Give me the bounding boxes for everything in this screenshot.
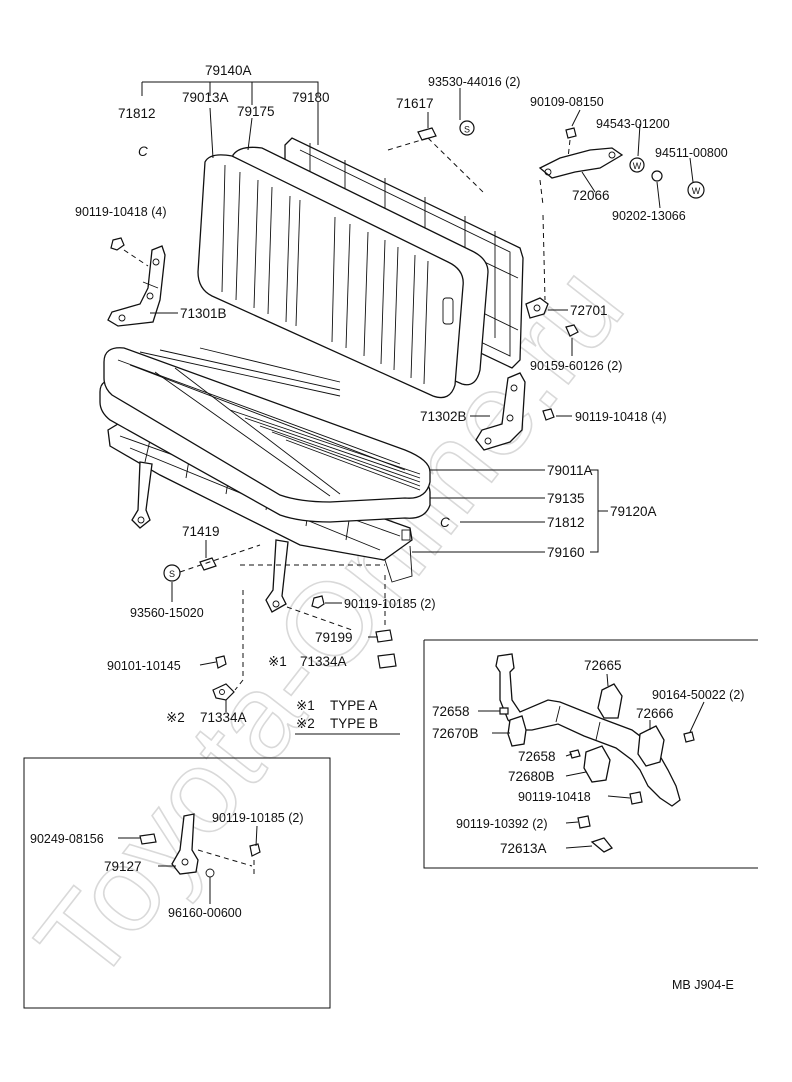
clip-71334a-type-a (377, 653, 397, 669)
label-90249: 90249-08156 (30, 832, 104, 846)
label-72701: 72701 (570, 303, 608, 318)
label-72666: 72666 (636, 706, 674, 721)
label-90119-10185-mid: 90119-10185 (2) (344, 597, 436, 611)
label-72670b: 72670B (432, 726, 479, 741)
label-72658-b: 72658 (518, 749, 556, 764)
legend-mark-2: ※2 (296, 716, 315, 731)
label-90119-10392: 90119-10392 (2) (456, 817, 548, 831)
bracket-detail-box (423, 639, 758, 869)
legend-type-b: TYPE B (330, 716, 378, 731)
washer-w-b: W (687, 181, 705, 199)
label-72680b: 72680B (508, 769, 555, 784)
hinge-72701 (525, 297, 549, 319)
label-79160: 79160 (547, 545, 585, 560)
bolt-90119-10185-mid (311, 595, 325, 609)
figure-code: MB J904-E (672, 978, 734, 992)
label-79011a: 79011A (547, 463, 593, 478)
bolt-90119-top (110, 237, 149, 267)
label-90119-10418-mid: 90119-10418 (4) (575, 410, 667, 424)
part-labels: 79140A 71812 79013A 79175 79180 93530-44… (30, 63, 744, 992)
pad-71419 (199, 557, 217, 571)
label-94543: 94543-01200 (596, 117, 670, 131)
label-71302b: 71302B (420, 409, 467, 424)
label-79180: 79180 (292, 90, 330, 105)
seat-cushion-upper (103, 347, 431, 503)
label-79135: 79135 (547, 491, 585, 506)
svg-text:W: W (633, 161, 642, 171)
label-71334a-type-a: 71334A (300, 654, 347, 669)
label-71617: 71617 (396, 96, 434, 111)
label-71301b: 71301B (180, 306, 227, 321)
label-72066: 72066 (572, 188, 610, 203)
label-94511: 94511-00800 (655, 146, 728, 160)
legend-type-a: TYPE A (330, 698, 377, 713)
washer-w-a: W (629, 157, 645, 173)
label-79140a: 79140A (205, 63, 252, 78)
label-71812-mid: 71812 (547, 515, 585, 530)
label-71334a-type-b: 71334A (200, 710, 247, 725)
label-93530: 93530-44016 (2) (428, 75, 520, 89)
leader-lines (141, 81, 694, 735)
clip-79199 (375, 629, 393, 643)
label-79013a: 79013A (182, 90, 229, 105)
label-90109: 90109-08150 (530, 95, 604, 109)
legend-mark-1: ※1 (296, 698, 315, 713)
label-90101: 90101-10145 (107, 659, 181, 673)
bracket-72066 (538, 147, 624, 179)
seat-back-cover-front (197, 154, 464, 399)
label-90202: 90202-13066 (612, 209, 686, 223)
label-71419: 71419 (182, 524, 220, 539)
bolt-90119-mid (542, 408, 555, 421)
label-72658-a: 72658 (432, 704, 470, 719)
c-mark-mid: C (440, 515, 450, 530)
label-72613a: 72613A (500, 841, 547, 856)
label-79127: 79127 (104, 859, 142, 874)
svg-text:S: S (169, 569, 175, 579)
bolt-90109 (565, 127, 577, 139)
label-79175: 79175 (237, 104, 275, 119)
bolt-90101 (215, 655, 227, 669)
label-96160: 96160-00600 (168, 906, 242, 920)
label-90119-10418-low: 90119-10418 (518, 790, 591, 804)
s-mark-top: S (459, 120, 475, 136)
label-79199: 79199 (315, 630, 353, 645)
clip-71617 (417, 127, 437, 141)
label-90159: 90159-60126 (2) (530, 359, 622, 373)
c-mark-top: C (138, 144, 148, 159)
clip-71334a-type-b (212, 683, 235, 701)
lower-bracket-detail-box (23, 757, 331, 1009)
label-mark-2-part: ※2 (166, 710, 185, 725)
label-93560: 93560-15020 (130, 606, 204, 620)
s-mark-mid: S (163, 564, 181, 582)
hinge-bracket-71301b (107, 245, 166, 327)
svg-text:W: W (692, 186, 701, 196)
bolt-90159 (565, 324, 579, 337)
label-90119-10418-top: 90119-10418 (4) (75, 205, 167, 219)
nut-90202 (651, 170, 663, 182)
label-72665: 72665 (584, 658, 622, 673)
label-90119-10185-low: 90119-10185 (2) (212, 811, 304, 825)
label-71812-top: 71812 (118, 106, 156, 121)
label-mark-1-part: ※1 (268, 654, 287, 669)
svg-text:S: S (464, 125, 470, 135)
label-79120a: 79120A (610, 504, 657, 519)
hinge-bracket-71302b (475, 372, 526, 451)
label-90164: 90164-50022 (2) (652, 688, 744, 702)
